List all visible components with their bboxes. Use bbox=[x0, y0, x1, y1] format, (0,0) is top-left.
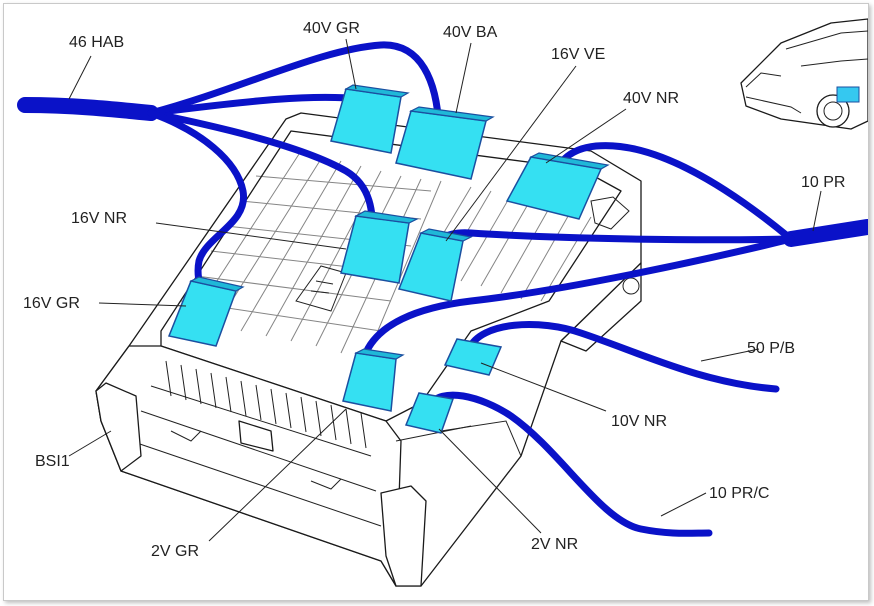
wire-harness bbox=[17, 41, 868, 537]
label-16v-gr: 16V GR bbox=[23, 295, 80, 312]
connector-16v-nr bbox=[340, 210, 419, 284]
label-40v-nr: 40V NR bbox=[623, 90, 679, 107]
connector-2v-gr bbox=[342, 348, 405, 412]
label-50-pb: 50 P/B bbox=[747, 340, 795, 357]
label-40v-ba: 40V BA bbox=[443, 24, 498, 41]
vehicle-bsi-location-marker bbox=[836, 86, 860, 103]
label-46-hab: 46 HAB bbox=[69, 34, 124, 51]
connector-2v-nr bbox=[404, 392, 455, 434]
connectors bbox=[167, 84, 610, 434]
connector-16v-gr bbox=[167, 276, 245, 347]
label-10v-nr: 10V NR bbox=[611, 413, 667, 430]
label-10-prc: 10 PR/C bbox=[709, 485, 769, 502]
label-16v-nr: 16V NR bbox=[71, 210, 127, 227]
figure-frame: 46 HAB 40V GR 40V BA 16V VE 40V NR 10 PR… bbox=[3, 3, 869, 601]
label-40v-gr: 40V GR bbox=[303, 20, 360, 37]
bsi-wiring-diagram: 46 HAB 40V GR 40V BA 16V VE 40V NR 10 PR… bbox=[17, 18, 868, 587]
label-16v-ve: 16V VE bbox=[551, 46, 605, 63]
labels: 46 HAB 40V GR 40V BA 16V VE 40V NR 10 PR… bbox=[23, 20, 845, 560]
vehicle-thumbnail bbox=[740, 18, 868, 130]
label-bsi1: BSI1 bbox=[35, 453, 70, 470]
label-2v-gr: 2V GR bbox=[151, 543, 199, 560]
connector-10v-nr bbox=[443, 338, 503, 376]
leader-lines bbox=[68, 38, 822, 542]
connector-16v-ve bbox=[397, 228, 473, 302]
connector-40v-nr bbox=[505, 152, 610, 220]
label-10-pr: 10 PR bbox=[801, 174, 845, 191]
connector-40v-gr bbox=[330, 84, 410, 154]
connector-40v-ba bbox=[395, 106, 495, 180]
label-2v-nr: 2V NR bbox=[531, 536, 578, 553]
